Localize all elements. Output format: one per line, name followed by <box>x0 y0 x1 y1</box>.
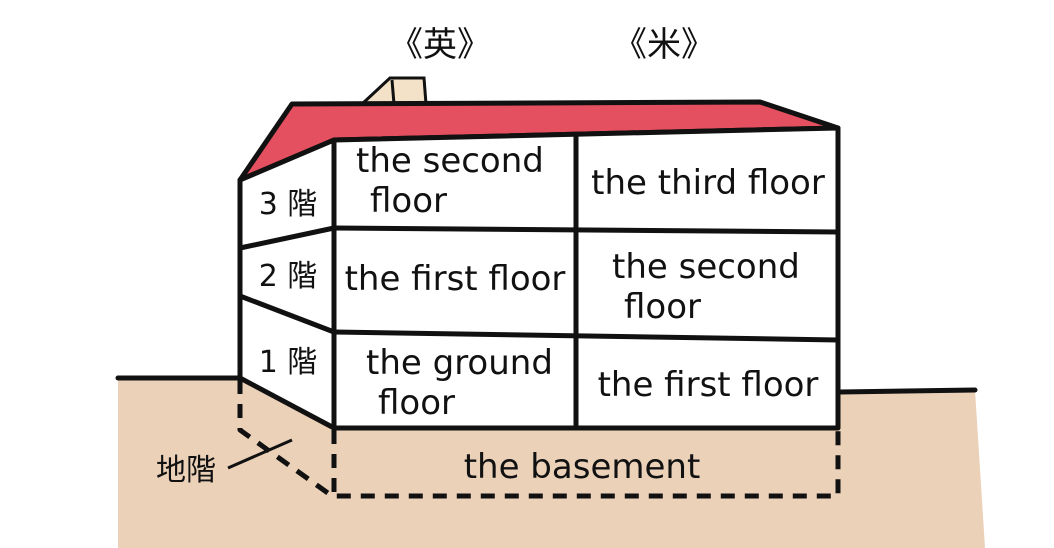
british-bottom-line2: floor <box>378 383 455 423</box>
label-jp-basement: 地階 <box>156 453 216 488</box>
header-american: 《米》 <box>613 25 715 65</box>
side-floor-line-upper <box>239 225 335 251</box>
british-top-line1: the second <box>356 141 544 181</box>
label-jp-second: 2 階 <box>259 259 318 294</box>
british-bottom-line1: the ground <box>366 343 553 383</box>
basement-pointer-line <box>227 438 293 470</box>
basement-outline <box>237 380 841 499</box>
american-middle-line2: floor <box>624 287 701 327</box>
front-floor-line-lower <box>333 329 839 343</box>
american-middle-line1: the second <box>612 247 800 287</box>
front-floor-line-upper <box>333 225 839 235</box>
ground-line-right <box>837 387 978 395</box>
british-top-line2: floor <box>370 181 447 221</box>
american-top: the third floor <box>591 163 825 203</box>
basement-label: the basement <box>464 447 701 487</box>
header-british: 《英》 <box>389 25 491 65</box>
chimney-edge <box>390 79 396 105</box>
label-jp-first: 1 階 <box>259 345 318 380</box>
british-middle: the first floor <box>345 259 566 299</box>
side-floor-line-lower <box>239 293 335 335</box>
label-jp-third: 3 階 <box>259 187 318 222</box>
american-bottom: the first floor <box>598 365 819 405</box>
